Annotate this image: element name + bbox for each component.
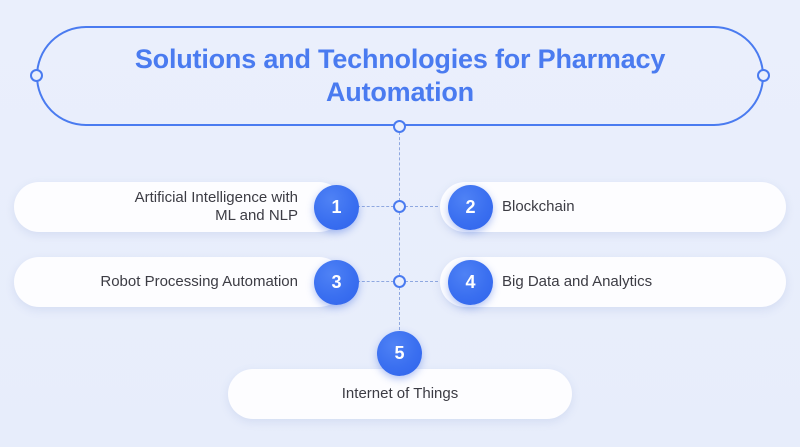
item-card-3[interactable]: Robot Processing Automation xyxy=(14,257,344,307)
connector-horizontal-row1-right xyxy=(405,206,443,207)
connector-horizontal-row2-right xyxy=(405,281,443,282)
title-capsule: Solutions and Technologies for Pharmacy … xyxy=(36,26,764,126)
item-card-2[interactable]: Blockchain xyxy=(440,182,786,232)
item-number-badge-3[interactable]: 3 xyxy=(314,260,359,305)
connector-vertical-bottom xyxy=(399,287,400,330)
item-number-badge-4[interactable]: 4 xyxy=(448,260,493,305)
junction-node-row1-icon xyxy=(393,200,406,213)
connector-horizontal-row1-left xyxy=(357,206,394,207)
page-title: Solutions and Technologies for Pharmacy … xyxy=(134,44,666,107)
item-card-5[interactable]: Internet of Things xyxy=(228,369,572,419)
item-label-3: Robot Processing Automation xyxy=(100,272,298,290)
item-number-badge-1[interactable]: 1 xyxy=(314,185,359,230)
connector-vertical-middle xyxy=(399,212,400,276)
item-card-4[interactable]: Big Data and Analytics xyxy=(440,257,786,307)
capsule-node-bottom-icon xyxy=(393,120,406,133)
connector-horizontal-row2-left xyxy=(357,281,394,282)
capsule-node-left-icon xyxy=(30,69,43,82)
item-label-1: Artificial Intelligence with ML and NLP xyxy=(134,188,298,224)
item-label-5: Internet of Things xyxy=(341,384,459,402)
item-label-4: Big Data and Analytics xyxy=(502,272,653,290)
item-number-badge-2[interactable]: 2 xyxy=(448,185,493,230)
item-label-2: Blockchain xyxy=(502,197,575,215)
item-number-badge-5[interactable]: 5 xyxy=(377,331,422,376)
junction-node-row2-icon xyxy=(393,275,406,288)
capsule-node-right-icon xyxy=(757,69,770,82)
connector-vertical-top xyxy=(399,132,400,201)
item-card-1[interactable]: Artificial Intelligence with ML and NLP xyxy=(14,182,344,232)
